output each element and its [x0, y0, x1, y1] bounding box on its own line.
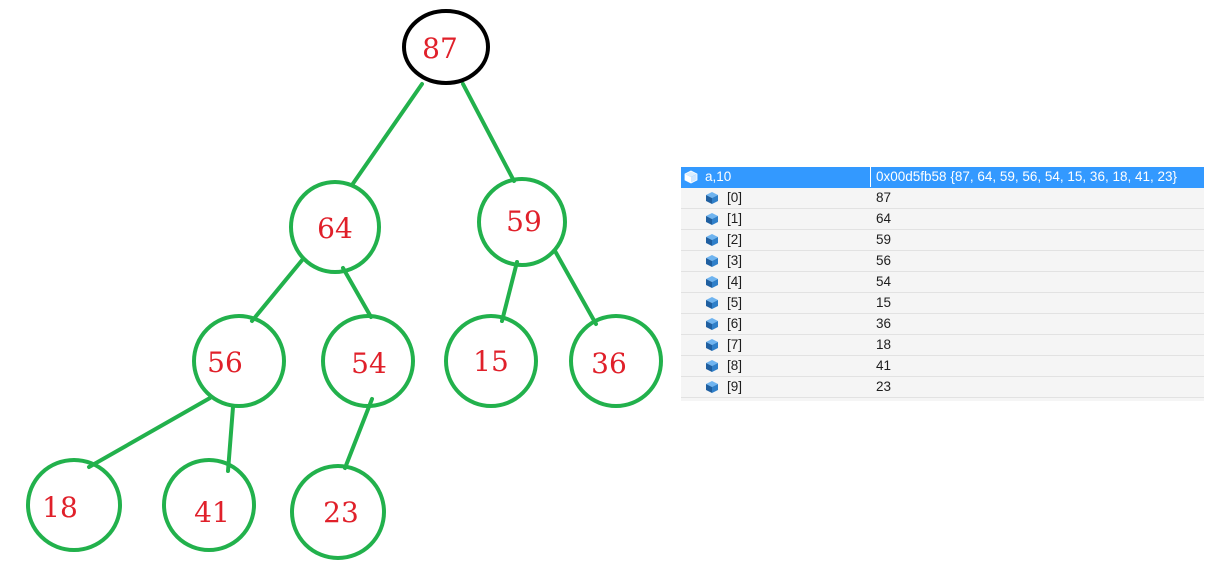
node-circle [290, 464, 386, 560]
array-element-cube-icon [706, 234, 718, 246]
watch-name-cell: [9] [681, 377, 870, 397]
node-label: 18 [42, 491, 78, 524]
node-label: 59 [506, 205, 542, 238]
node-circle [444, 314, 538, 408]
watch-item-name: [7] [727, 337, 743, 352]
node-circle [477, 177, 567, 267]
watch-row-item[interactable]: [2] 59 [681, 230, 1204, 251]
watch-item-value: 15 [876, 295, 892, 310]
node-label: 56 [207, 346, 243, 379]
watch-variable-value: 0x00d5fb58 {87, 64, 59, 56, 54, 15, 36, … [876, 169, 1178, 184]
tree-node-59: 59 [477, 177, 567, 267]
watch-variable-name: a,10 [705, 169, 732, 184]
tree-node-23: 23 [290, 464, 386, 560]
watch-row-item[interactable]: [4] 54 [681, 272, 1204, 293]
node-label: 41 [194, 496, 230, 529]
array-element-cube-icon [706, 381, 718, 393]
tree-edge-87-59 [461, 82, 516, 183]
watch-item-value: 18 [876, 337, 892, 352]
watch-item-value: 59 [876, 232, 892, 247]
watch-item-value: 41 [876, 358, 892, 373]
watch-item-value: 36 [876, 316, 892, 331]
node-circle [402, 9, 490, 85]
array-element-cube-icon [706, 255, 718, 267]
watch-item-value: 23 [876, 379, 892, 394]
watch-item-value: 64 [876, 211, 892, 226]
watch-name-cell: [3] [681, 251, 870, 271]
tree-edge-54-23 [343, 397, 374, 470]
tree-node-56: 56 [192, 314, 286, 408]
watch-item-value: 56 [876, 253, 892, 268]
watch-row-item[interactable]: [7] 18 [681, 335, 1204, 356]
tree-nodes: 87 64 59 56 54 15 36 18 41 23 [26, 9, 663, 560]
tree-edge-64-56 [250, 257, 305, 323]
tree-node-54: 54 [321, 314, 415, 408]
watch-item-value: 87 [876, 190, 892, 205]
watch-name-cell: [5] [681, 293, 870, 313]
tree-node-15: 15 [444, 314, 538, 408]
watch-item-name: [1] [727, 211, 743, 226]
watch-row-item[interactable]: [3] 56 [681, 251, 1204, 272]
tree-node-64: 64 [289, 180, 381, 274]
watch-name-cell: [0] [681, 188, 870, 208]
node-circle [162, 458, 256, 552]
watch-row-item[interactable]: [1] 64 [681, 209, 1204, 230]
array-element-cube-icon [706, 339, 718, 351]
watch-name-cell: [6] [681, 314, 870, 334]
watch-row-item[interactable]: [6] 36 [681, 314, 1204, 335]
tree-node-18: 18 [26, 458, 122, 552]
watch-item-name: [6] [727, 316, 743, 331]
tree-node-41: 41 [162, 458, 256, 552]
watch-item-value: 54 [876, 274, 892, 289]
node-label: 87 [422, 32, 458, 65]
node-label: 54 [351, 347, 387, 380]
watch-row-item[interactable]: [9] 23 [681, 377, 1204, 398]
watch-item-name: [0] [727, 190, 743, 205]
watch-name-cell: a,10 [681, 167, 871, 187]
heap-tree-diagram: 87 64 59 56 54 15 36 18 41 23 [26, 9, 663, 560]
array-element-cube-icon [706, 297, 718, 309]
tree-node-36: 36 [569, 314, 663, 408]
watch-name-cell: [7] [681, 335, 870, 355]
array-element-cube-icon [706, 192, 718, 204]
array-element-cube-icon [706, 318, 718, 330]
watch-row-item[interactable]: [5] 15 [681, 293, 1204, 314]
node-label: 36 [591, 347, 627, 380]
watch-item-name: [2] [727, 232, 743, 247]
tree-edge-56-41 [226, 405, 235, 473]
array-element-cube-icon [706, 213, 718, 225]
node-circle [26, 458, 122, 552]
watch-name-cell: [4] [681, 272, 870, 292]
watch-row-item[interactable]: [0] 87 [681, 188, 1204, 209]
variable-cube-icon [684, 170, 698, 184]
tree-edge-56-18 [87, 396, 212, 469]
node-label: 15 [473, 345, 509, 378]
tree-node-87: 87 [402, 9, 490, 85]
watch-item-name: [8] [727, 358, 743, 373]
watch-item-name: [3] [727, 253, 743, 268]
tree-edges [87, 82, 598, 473]
array-element-cube-icon [706, 276, 718, 288]
watch-row-header[interactable]: a,10 0x00d5fb58 {87, 64, 59, 56, 54, 15,… [681, 167, 1204, 188]
node-circle [569, 314, 663, 408]
tree-edge-59-36 [553, 249, 598, 326]
watch-item-name: [5] [727, 295, 743, 310]
tree-edge-87-64 [350, 82, 424, 187]
watch-item-name: [9] [727, 379, 743, 394]
node-label: 64 [317, 212, 353, 245]
watch-name-cell: [8] [681, 356, 870, 376]
tree-edge-64-54 [341, 266, 373, 319]
watch-window: a,10 0x00d5fb58 {87, 64, 59, 56, 54, 15,… [681, 167, 1204, 401]
watch-name-cell: [2] [681, 230, 870, 250]
watch-row-item[interactable]: [8] 41 [681, 356, 1204, 377]
watch-name-cell: [1] [681, 209, 870, 229]
watch-item-name: [4] [727, 274, 743, 289]
node-circle [289, 180, 381, 274]
watch-items: [0] 87 [1] 64 [2] 59 [3] 56 [4] 54 [5] 15 [6] 36 [7] 18… [681, 188, 1204, 398]
node-circle [321, 314, 415, 408]
array-element-cube-icon [706, 360, 718, 372]
node-circle [192, 314, 286, 408]
node-label: 23 [323, 496, 359, 529]
tree-edge-59-15 [500, 260, 519, 323]
